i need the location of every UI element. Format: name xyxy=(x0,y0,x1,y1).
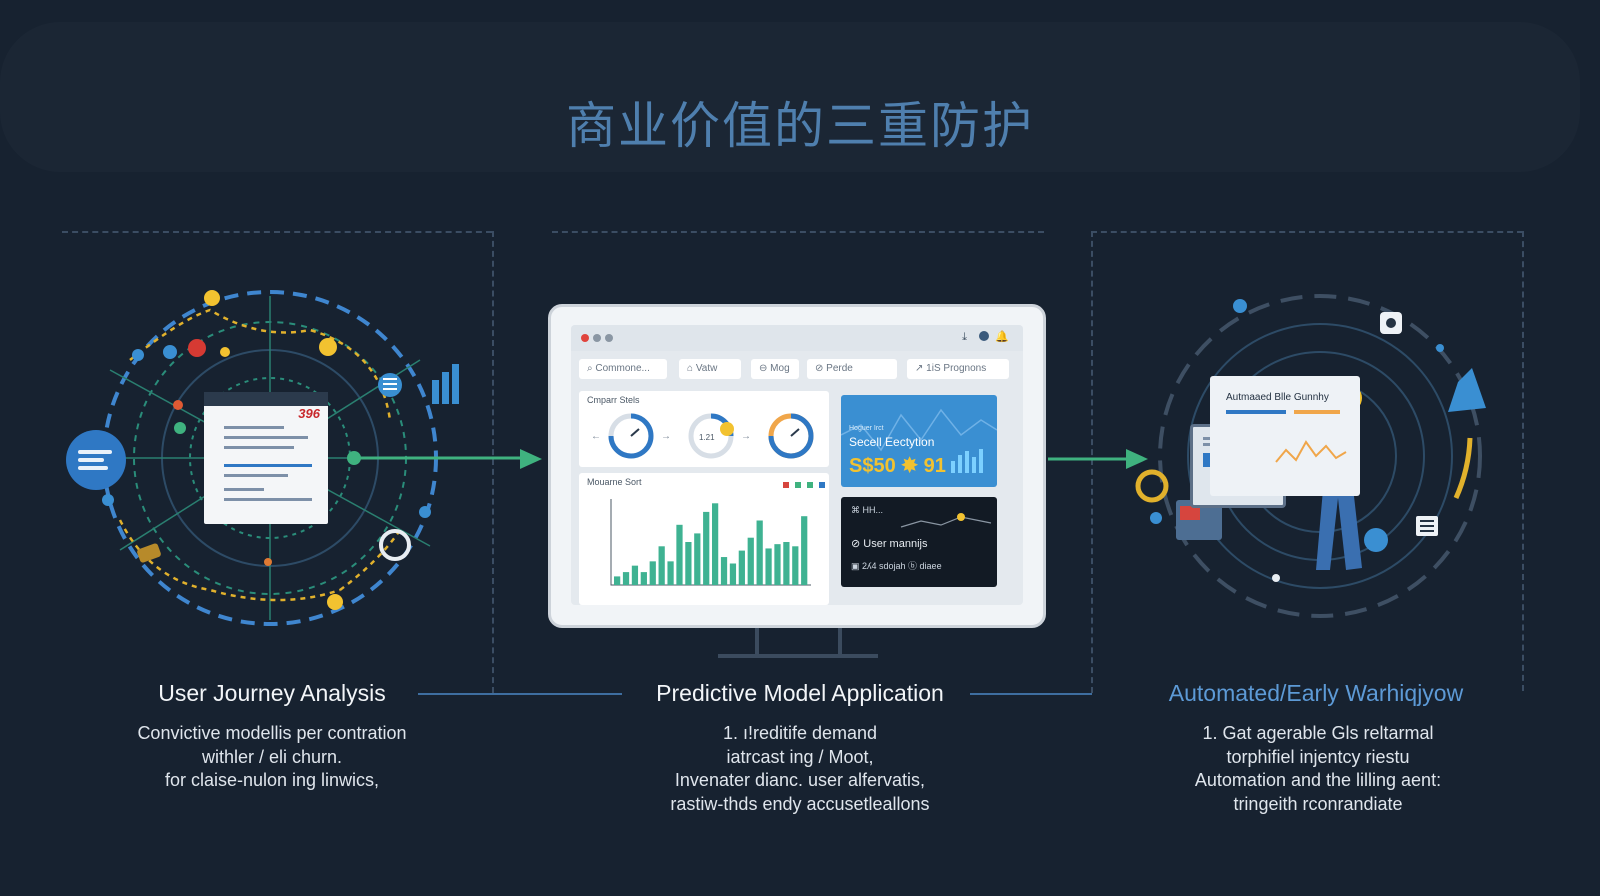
gauges-panel-title: Cmparr Stels xyxy=(587,395,640,405)
bar-chart-bar xyxy=(765,548,772,585)
section-heading-early-warning: Automated/Early Warhiqjyow xyxy=(1168,680,1464,706)
bar-chart-bar xyxy=(720,557,728,585)
tab-programs[interactable]: ↗ 1iS Prognons xyxy=(907,359,1009,379)
bar-chart-bar xyxy=(774,544,781,585)
title-banner xyxy=(0,22,1580,172)
arrow-to-warning xyxy=(1048,449,1148,469)
section-frame-right-edge xyxy=(1522,231,1524,691)
warning-card-chart xyxy=(1275,440,1347,463)
download-icon[interactable]: ⤓ xyxy=(962,331,967,343)
document-number: 396 xyxy=(298,406,320,421)
document-header-bar xyxy=(204,392,328,406)
journey-document-card: 396 xyxy=(204,392,328,524)
bar-chart-bar xyxy=(667,561,674,585)
bar-chart-bar xyxy=(712,503,719,585)
journey-network-illustration xyxy=(66,290,530,626)
user-metrics-card: ⌘ HH... ⊘ User mannijs ▣ 2ʎ4 sdojah ⓑ di… xyxy=(841,497,997,587)
metrics-row-2: ⊘ User mannijs xyxy=(851,538,928,550)
dashboard-monitor: ⤓ 🔔 ⌕ Commone... ⌂ Vatw ⊖ Mog ⊘ Perde ↗ … xyxy=(548,304,1046,628)
warning-card-title: Autmaaed Blle Gunnhy xyxy=(1226,392,1329,403)
bar-chart-bar xyxy=(792,546,799,585)
dashboard-screen: ⤓ 🔔 ⌕ Commone... ⌂ Vatw ⊖ Mog ⊘ Perde ↗ … xyxy=(571,325,1023,605)
arrow-to-dashboard xyxy=(520,449,542,469)
bar-chart-title: Mouarne Sort xyxy=(587,477,642,487)
page-title: 商业价值的三重防护 xyxy=(566,97,1034,155)
legend-green-dot xyxy=(795,482,801,488)
bar-chart-bar xyxy=(756,520,763,585)
notification-icon[interactable]: 🔔 xyxy=(995,331,1009,343)
revenue-card: Hoguer Irct Secell Eectytion S$50 ✸ 91 xyxy=(841,395,997,487)
gauge-row: ← → 1.21 → xyxy=(591,413,814,459)
bar-chart-bar xyxy=(801,516,808,585)
revenue-card-small-label: Hoguer Irct xyxy=(849,425,884,432)
bar-chart-bar xyxy=(685,542,692,585)
metrics-row-3: ▣ 2ʎ4 sdojah ⓑ diaee xyxy=(851,561,942,571)
svg-text:→: → xyxy=(741,431,751,442)
svg-text:→: → xyxy=(661,431,671,442)
bar-chart-bar xyxy=(703,511,710,585)
profile-icon[interactable] xyxy=(979,331,989,341)
warning-summary-card: Autmaaed Blle Gunnhy xyxy=(1210,376,1360,496)
legend-blue-dot xyxy=(819,482,825,488)
section-heading-predictive-model: Predictive Model Application xyxy=(656,680,944,706)
revenue-card-wave xyxy=(841,408,997,473)
section-description-early-warning: 1. Gat agerable Gls reltarmal torphifiel… xyxy=(1194,723,1442,814)
section-frame-top-right xyxy=(1091,231,1523,233)
bar-chart-axis xyxy=(610,499,811,586)
section-description-user-journey: Convictive modellis per contration withl… xyxy=(137,723,407,790)
bar-chart xyxy=(610,499,811,586)
section-frame-divider-right xyxy=(1091,231,1093,693)
bar-chart-bar xyxy=(738,550,745,585)
tab-log[interactable]: ⊖ Mog xyxy=(751,359,799,379)
metrics-row-1: ⌘ HH... xyxy=(851,505,884,515)
section-frame-divider-left xyxy=(492,231,494,693)
bar-chart-bar xyxy=(631,565,639,585)
section-frame-top-center xyxy=(552,231,1044,233)
legend-green-dot-2 xyxy=(807,482,813,488)
tab-profile[interactable]: ⊘ Perde xyxy=(807,359,897,379)
bar-chart-bar xyxy=(729,563,737,585)
bar-chart-bar xyxy=(640,572,647,585)
revenue-card-value: S$50 ✸ 91 xyxy=(849,455,946,477)
gauge-center-label: 1.21 xyxy=(699,433,715,442)
window-minimize-dot[interactable] xyxy=(593,334,601,342)
revenue-card-label: Secell Eectytion xyxy=(849,435,935,449)
bar-chart-bar xyxy=(747,537,754,585)
monitor-stand-right xyxy=(838,628,842,656)
monitor-base xyxy=(718,654,878,658)
connector-line-left xyxy=(418,693,622,695)
section-heading-user-journey: User Journey Analysis xyxy=(158,680,386,706)
svg-text:←: ← xyxy=(591,431,601,442)
dashboard-titlebar: ⤓ 🔔 xyxy=(571,325,1023,351)
tab-search[interactable]: ⌕ Commone... xyxy=(579,359,667,379)
section-frame-top-left xyxy=(62,231,492,233)
bar-chart-bar xyxy=(622,572,630,585)
bar-chart-bar xyxy=(658,546,665,585)
bar-chart-bar xyxy=(783,542,790,585)
bar-chart-panel: Mouarne Sort xyxy=(579,473,829,605)
gauges-panel: Cmparr Stels ← → 1.21 → xyxy=(579,391,829,467)
bar-chart-bar xyxy=(614,576,621,585)
monitor-stand-left xyxy=(755,628,759,656)
metrics-sparkline xyxy=(900,513,992,528)
legend-red-dot xyxy=(783,482,789,488)
tab-view[interactable]: ⌂ Vatw xyxy=(679,359,741,379)
bar-chart-bar xyxy=(694,533,701,585)
connector-line-right xyxy=(970,693,1092,695)
window-maximize-dot[interactable] xyxy=(605,334,613,342)
window-close-dot[interactable] xyxy=(581,334,589,342)
bar-chart-bar xyxy=(676,524,683,585)
section-description-predictive-model: 1. ı!reditife demand iatrcast ing / Moot… xyxy=(670,723,930,814)
bar-chart-bar xyxy=(649,561,656,585)
